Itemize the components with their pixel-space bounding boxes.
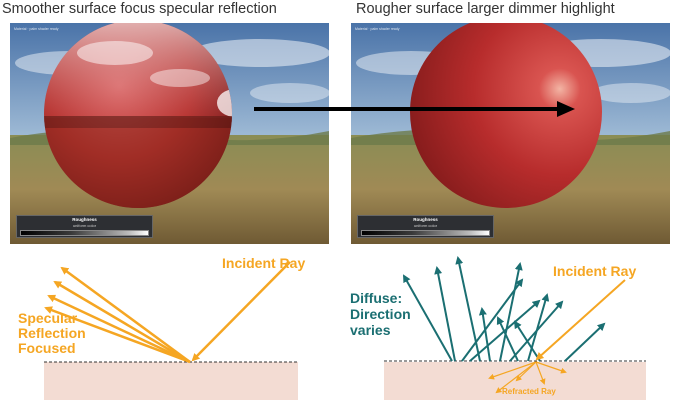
diffuse-label-line-2: Direction xyxy=(350,306,411,322)
diffuse-ray xyxy=(461,278,524,362)
roughness-panel[interactable]: Roughness uniform color xyxy=(16,215,153,238)
roughness-slider[interactable] xyxy=(361,230,490,236)
roughness-panel-subtitle: uniform color xyxy=(413,223,438,228)
specular-ray xyxy=(60,266,191,364)
roughness-panel[interactable]: Roughness uniform color xyxy=(357,215,494,238)
roughness-slider[interactable] xyxy=(20,230,149,236)
incident-ray-label: Incident Ray xyxy=(222,255,305,271)
refracted-ray xyxy=(515,361,537,382)
render-corner-label: Material · palm shader ready xyxy=(355,27,400,31)
incident-ray xyxy=(191,261,291,362)
refracted-ray xyxy=(535,361,546,385)
incident-ray-label: Incident Ray xyxy=(553,263,636,279)
specular-diagram: Incident Ray Specular Reflection Focused xyxy=(18,255,305,400)
diffuse-label-line-1: Diffuse: xyxy=(350,290,402,306)
specular-ray xyxy=(47,294,191,364)
diffuse-rays xyxy=(403,256,606,362)
refracted-ray xyxy=(535,361,567,374)
smooth-sphere-render: Material · palm shader ready Roughness u… xyxy=(10,23,329,244)
left-title: Smoother surface focus specular reflecti… xyxy=(2,1,277,17)
diffuse-ray xyxy=(564,322,606,362)
smooth-sphere-scene xyxy=(10,23,329,244)
roughness-panel-title: Roughness xyxy=(72,217,97,222)
specular-ray xyxy=(53,280,191,364)
refracted-ray-label: Refracted Ray xyxy=(502,387,556,396)
specular-label-line-2: Reflection xyxy=(18,325,86,341)
rough-surface xyxy=(384,362,646,400)
roughness-panel-subtitle: uniform color xyxy=(72,223,97,228)
smooth-surface xyxy=(44,362,298,400)
specular-label-line-1: Specular xyxy=(18,310,78,326)
diffuse-ray xyxy=(527,293,550,362)
render-corner-label: Material · palm shader ready xyxy=(14,27,59,31)
diffuse-ray xyxy=(478,307,491,362)
refracted-ray xyxy=(488,361,537,380)
specular-label-line-3: Focused xyxy=(18,340,76,356)
diffuse-ray xyxy=(434,266,456,362)
diffuse-ray xyxy=(403,274,453,362)
refracted-rays xyxy=(488,361,567,394)
diffuse-ray xyxy=(496,316,519,362)
diffuse-ray xyxy=(513,320,541,362)
diffuse-diagram: Incident Ray Diffuse: Direction varies R… xyxy=(350,256,646,400)
diffuse-label-line-3: varies xyxy=(350,322,391,338)
roughness-panel-title: Roughness xyxy=(413,217,438,222)
diffuse-ray xyxy=(499,262,523,362)
incident-ray xyxy=(535,279,626,361)
diffuse-ray xyxy=(455,256,481,362)
comparison-arrow-head xyxy=(557,101,575,117)
specular-ray xyxy=(44,306,191,364)
right-title: Rougher surface larger dimmer highlight xyxy=(356,1,615,17)
rough-sphere-render: Material · palm shader ready Roughness u… xyxy=(351,23,670,244)
